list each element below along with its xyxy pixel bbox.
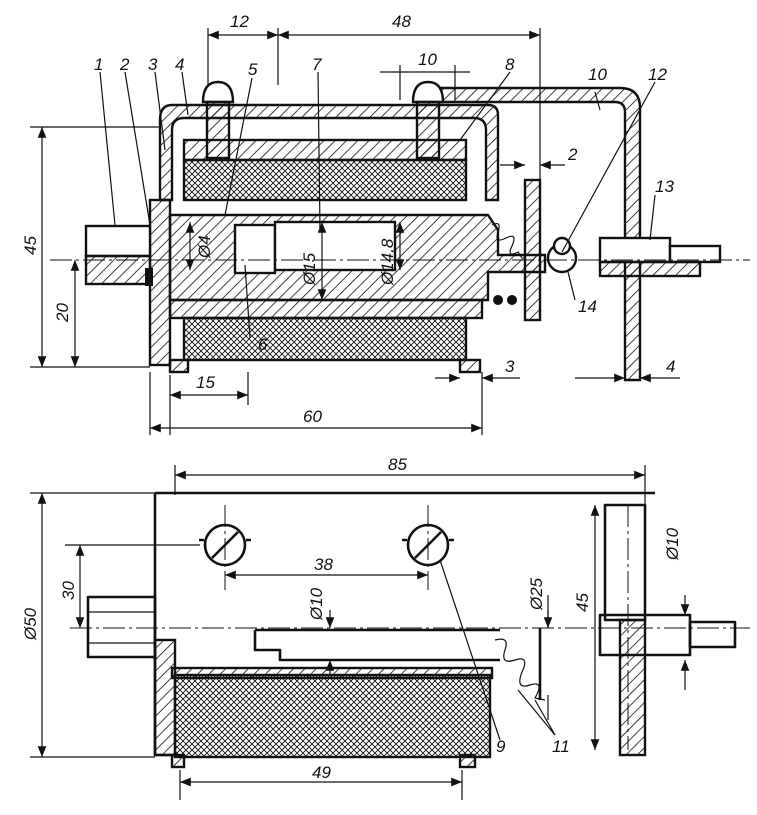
top-labels: 1 2 3 4 5 7 8 10 12 13 14 6 12 48 10 2 4… bbox=[21, 12, 675, 426]
dimension-text: 15 bbox=[196, 373, 215, 392]
dimension-text: Ø4 bbox=[195, 235, 214, 259]
dimension-text: 30 bbox=[59, 581, 78, 600]
part-label: 10 bbox=[588, 65, 607, 84]
right-shaft-part-13 bbox=[598, 236, 672, 264]
dimension-text: Ø50 bbox=[21, 607, 40, 641]
part-label: 13 bbox=[655, 177, 674, 196]
dimension-text: 38 bbox=[314, 555, 333, 574]
part-leaders-bottom bbox=[439, 559, 556, 741]
left-stud bbox=[86, 595, 157, 659]
bottom-labels: 9 11 85 38 Ø50 30 Ø10 Ø25 45 Ø10 49 bbox=[21, 455, 682, 782]
bottom-plan-view: 9 11 85 38 Ø50 30 Ø10 Ø25 45 Ø10 49 bbox=[21, 455, 750, 800]
dimension-text: 12 bbox=[230, 12, 249, 31]
dimension-text: Ø10 bbox=[307, 587, 326, 621]
part-label: 14 bbox=[578, 297, 597, 316]
bottom-dimension-lines bbox=[30, 465, 690, 800]
lever-plate bbox=[523, 178, 542, 322]
part-label: 9 bbox=[496, 737, 506, 756]
dimension-text: Ø14,8 bbox=[378, 238, 397, 286]
dimension-text: 3 bbox=[505, 357, 515, 376]
bottom-coil bbox=[173, 673, 492, 759]
part-label: 8 bbox=[505, 55, 515, 74]
top-dimension-lines bbox=[30, 28, 680, 435]
dimension-text: 2 bbox=[567, 145, 578, 164]
dimension-text: Ø10 bbox=[663, 527, 682, 561]
dimension-text: 85 bbox=[388, 455, 407, 474]
dimension-text: 45 bbox=[573, 593, 592, 612]
part-label: 7 bbox=[312, 55, 322, 74]
bracket-part-10 bbox=[438, 86, 642, 382]
dimension-text: 49 bbox=[312, 763, 331, 782]
lower-coil-winding bbox=[182, 316, 468, 362]
screw-left bbox=[201, 80, 235, 160]
part-label: 4 bbox=[175, 55, 184, 74]
part-label: 1 bbox=[94, 55, 103, 74]
screw-right bbox=[411, 80, 445, 160]
dimension-text: 10 bbox=[418, 50, 437, 69]
dimension-text: 60 bbox=[303, 407, 322, 426]
dimension-text: Ø15 bbox=[300, 252, 319, 286]
dimension-text: 48 bbox=[392, 12, 411, 31]
upper-coil-winding bbox=[182, 158, 468, 202]
part-label: 11 bbox=[552, 737, 570, 756]
left-stud-part-1 bbox=[84, 224, 152, 258]
part-leaders-top bbox=[99, 71, 656, 339]
bracket-bottom bbox=[618, 618, 647, 757]
dimension-text: 45 bbox=[21, 236, 40, 255]
dimension-text: Ø25 bbox=[527, 577, 546, 611]
return-spring bbox=[491, 222, 523, 259]
part-label: 5 bbox=[248, 60, 258, 79]
part-label: 12 bbox=[648, 65, 667, 84]
part-label: 6 bbox=[258, 335, 268, 354]
top-section-view: 1 2 3 4 5 7 8 10 12 13 14 6 12 48 10 2 4… bbox=[21, 12, 750, 435]
part-label: 2 bbox=[119, 55, 130, 74]
dimension-text: 4 bbox=[666, 357, 675, 376]
dimension-text: 20 bbox=[53, 303, 72, 323]
spring-bottom bbox=[494, 638, 546, 701]
part-label: 3 bbox=[148, 55, 158, 74]
